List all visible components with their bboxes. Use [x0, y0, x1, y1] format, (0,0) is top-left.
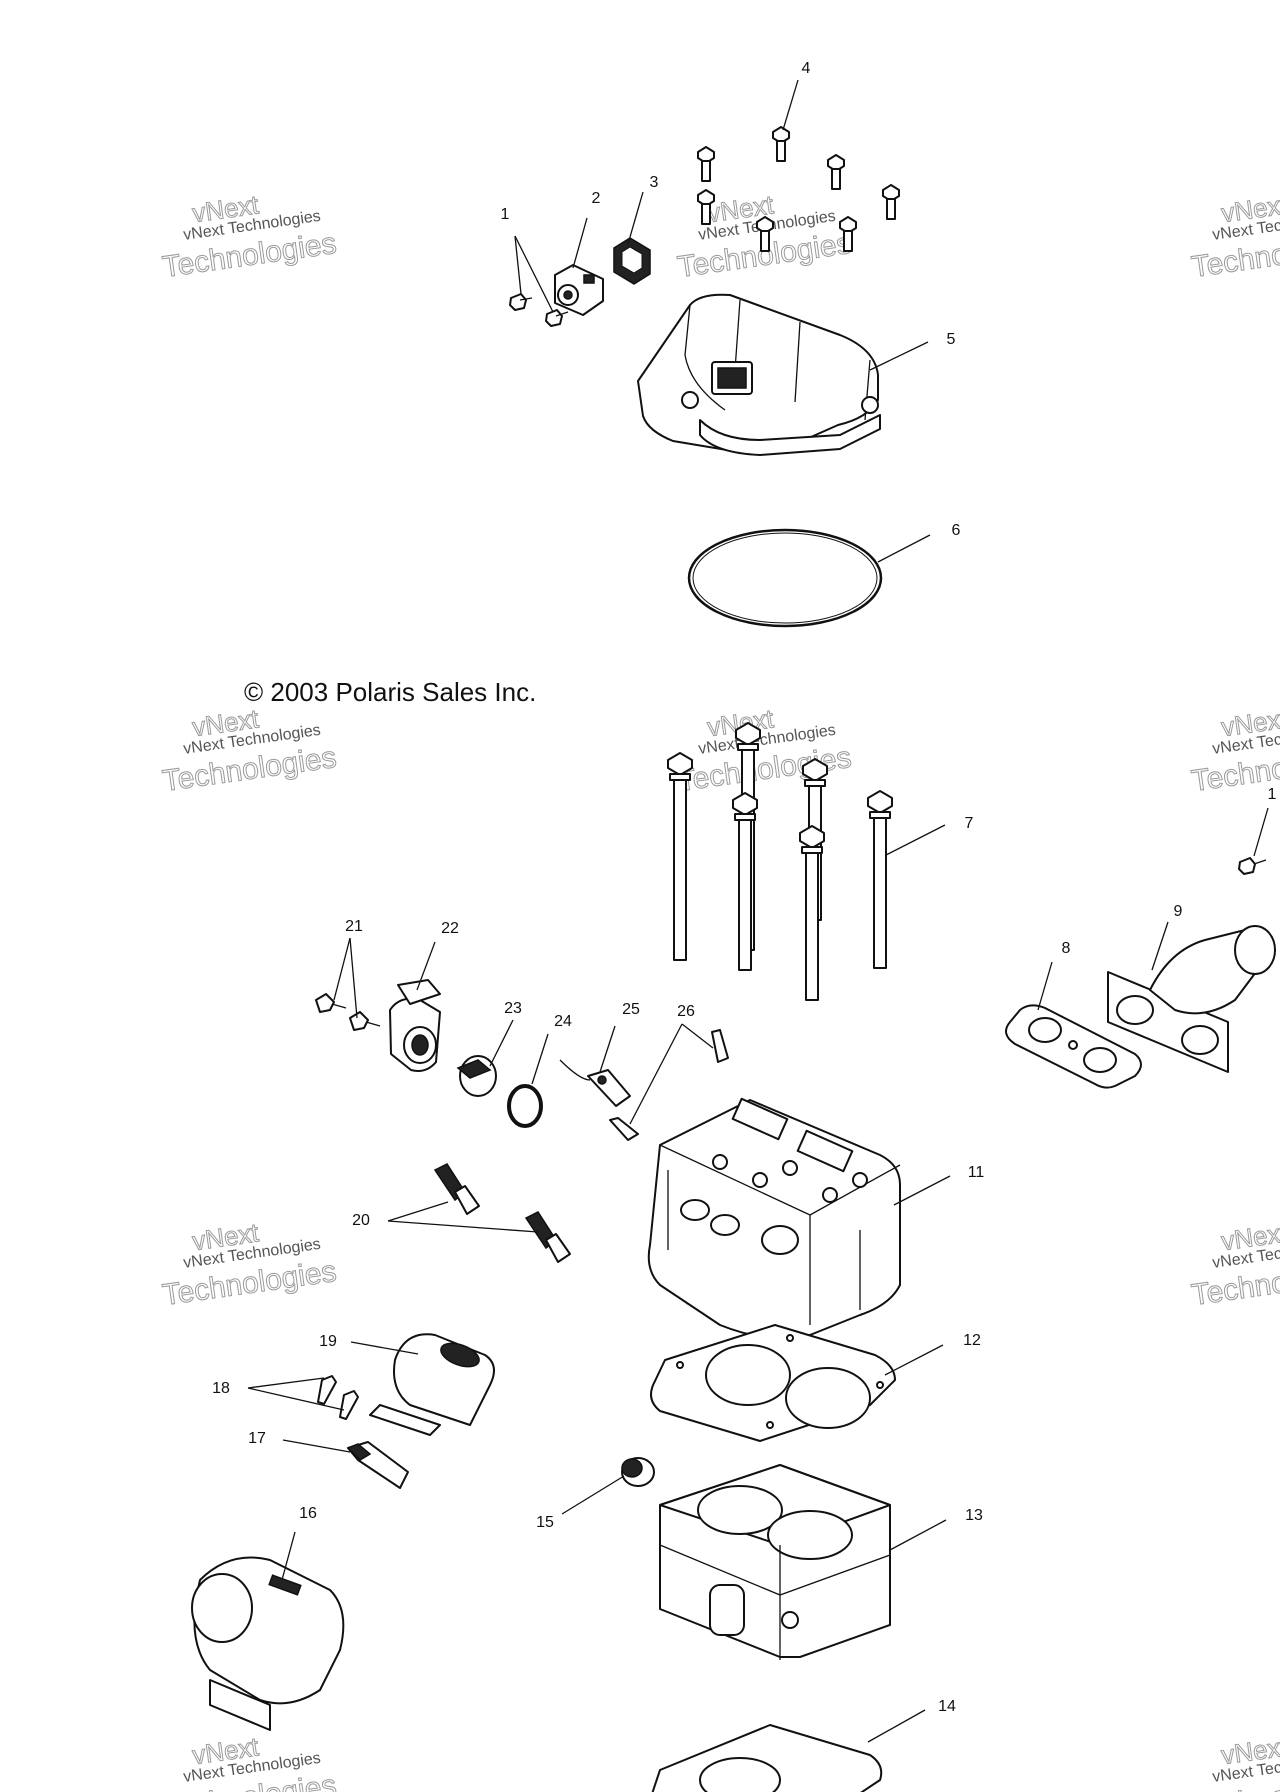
callout-11: 11	[968, 1164, 985, 1181]
head-bolt	[867, 790, 893, 969]
head-bolt	[799, 825, 825, 1001]
head-bolt	[732, 792, 758, 971]
part-6-o-ring	[687, 528, 883, 628]
callout-6: 6	[952, 522, 961, 539]
part-9-exhaust-manifold	[1107, 925, 1276, 1073]
bolt	[697, 189, 715, 225]
callout-15: 15	[536, 1514, 554, 1531]
part-8-exhaust-gasket	[1005, 1004, 1142, 1089]
part-12-head-gasket	[650, 1324, 896, 1442]
callout-16: 16	[299, 1505, 317, 1522]
callout-25: 25	[622, 1001, 640, 1018]
head-bolt	[667, 752, 693, 961]
callout-18: 18	[212, 1380, 230, 1397]
callout-26: 26	[677, 1003, 695, 1020]
callout-21: 21	[345, 918, 363, 935]
callout-7: 7	[965, 815, 974, 832]
part-19-intake-boot	[369, 1333, 495, 1436]
callout-20: 20	[352, 1212, 370, 1229]
callout-8: 8	[1062, 940, 1071, 957]
part-25-temp-sensor	[559, 1059, 631, 1107]
part-5-valve-cover	[637, 293, 881, 456]
part-24-small-o-ring	[507, 1084, 543, 1128]
leader-lines	[247, 79, 1269, 1743]
part-1-screws	[509, 293, 569, 327]
part-21-bolts	[315, 993, 381, 1031]
part-14-base-gasket	[651, 1724, 883, 1792]
callout-4: 4	[802, 60, 811, 77]
part-16-throttle-body	[191, 1556, 345, 1731]
part-20-spark-plugs	[433, 1163, 571, 1263]
callout-19: 19	[319, 1333, 337, 1350]
callout-10: 1	[1268, 786, 1277, 803]
copyright-notice: © 2003 Polaris Sales Inc.	[244, 677, 536, 707]
part-22-thermostat-housing	[389, 979, 441, 1072]
part-11-cylinder-head	[647, 1097, 901, 1340]
part-3-square-gasket	[613, 237, 651, 285]
callout-9: 9	[1174, 903, 1183, 920]
part-7-head-bolts	[667, 722, 893, 1001]
callout-1: 1	[501, 206, 510, 223]
part-23-thermostat	[456, 1055, 497, 1097]
part-18-screws	[317, 1375, 359, 1420]
bolt	[882, 184, 900, 220]
part-2-sensor	[554, 264, 604, 316]
part-10-screw	[1238, 857, 1267, 875]
callout-2: 2	[592, 190, 601, 207]
callout-5: 5	[947, 331, 956, 348]
bolt	[772, 126, 790, 162]
callout-13: 13	[965, 1507, 983, 1524]
part-26-fittings	[609, 1029, 729, 1141]
callout-17: 17	[248, 1430, 266, 1447]
part-17-bracket	[346, 1441, 409, 1489]
bolt	[827, 154, 845, 190]
bolt	[839, 216, 857, 252]
part-15-plug	[621, 1457, 655, 1487]
callout-24: 24	[554, 1013, 572, 1030]
part-13-cylinder-block	[659, 1464, 891, 1660]
callout-3: 3	[650, 174, 659, 191]
bolt	[697, 146, 715, 182]
callout-23: 23	[504, 1000, 522, 1017]
bolt	[756, 216, 774, 252]
callout-12: 12	[963, 1332, 981, 1349]
callout-22: 22	[441, 920, 459, 937]
callout-14: 14	[938, 1698, 956, 1715]
part-4-cover-bolts	[697, 126, 900, 252]
